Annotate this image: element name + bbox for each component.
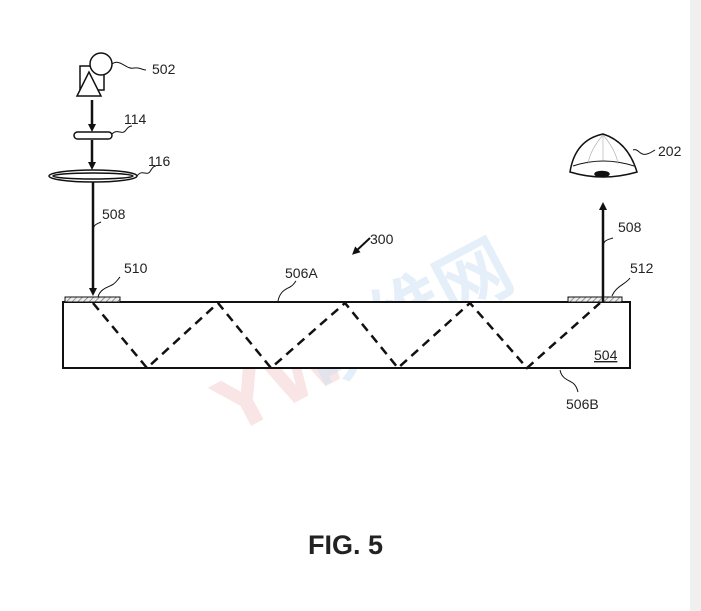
lens-icon <box>48 165 157 183</box>
label-508-in: 508 <box>102 206 126 222</box>
label-502: 502 <box>152 61 176 77</box>
tir-light-path <box>92 301 601 370</box>
out-coupler-512 <box>567 296 623 303</box>
system-300-arrow <box>352 237 371 255</box>
label-506a: 506A <box>285 265 318 281</box>
label-114: 114 <box>124 111 147 127</box>
label-512: 512 <box>630 260 654 276</box>
label-300: 300 <box>370 231 394 247</box>
label-510: 510 <box>124 260 148 276</box>
in-coupler-510 <box>64 296 121 303</box>
eye-icon <box>569 133 656 178</box>
element-114-icon <box>73 131 113 140</box>
label-506b: 506B <box>566 396 599 412</box>
figure-caption: FIG. 5 <box>308 530 383 560</box>
light-source-icon <box>75 52 147 97</box>
waveguide-504 <box>62 301 631 369</box>
label-202: 202 <box>658 143 682 159</box>
label-504: 504 <box>594 347 618 363</box>
label-116: 116 <box>148 153 171 169</box>
label-508-out: 508 <box>618 219 642 235</box>
page-edge <box>690 0 701 611</box>
